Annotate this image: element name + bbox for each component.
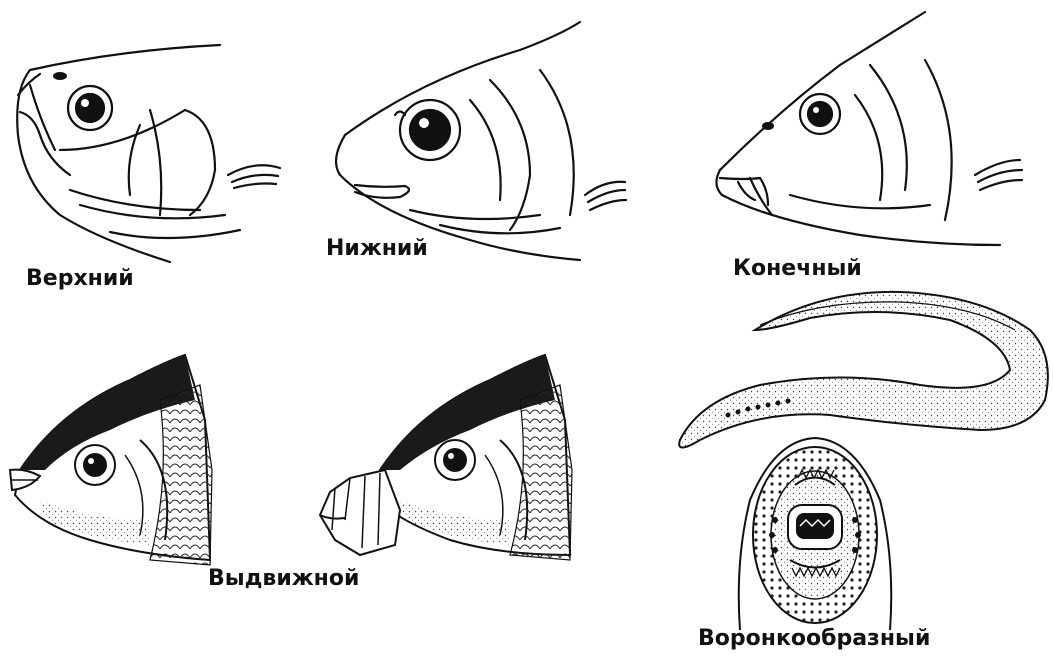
lamprey-body-drawing xyxy=(679,292,1048,448)
lamprey-oral-disc-drawing xyxy=(739,438,892,630)
fish-protrusible-open-drawing xyxy=(320,355,572,560)
label-funnel-mouth: Воронкообразный xyxy=(698,628,930,650)
fish-upper-mouth-drawing xyxy=(17,45,280,262)
label-protrusible-mouth: Выдвижной xyxy=(208,568,359,590)
fish-lower-mouth-drawing xyxy=(336,22,626,260)
fish-protrusible-closed-drawing xyxy=(10,355,212,565)
label-terminal-mouth: Конечный xyxy=(733,258,862,280)
label-lower-mouth: Нижний xyxy=(326,238,428,260)
label-upper-mouth: Верхний xyxy=(26,268,134,290)
fish-terminal-mouth-drawing xyxy=(716,12,1022,245)
